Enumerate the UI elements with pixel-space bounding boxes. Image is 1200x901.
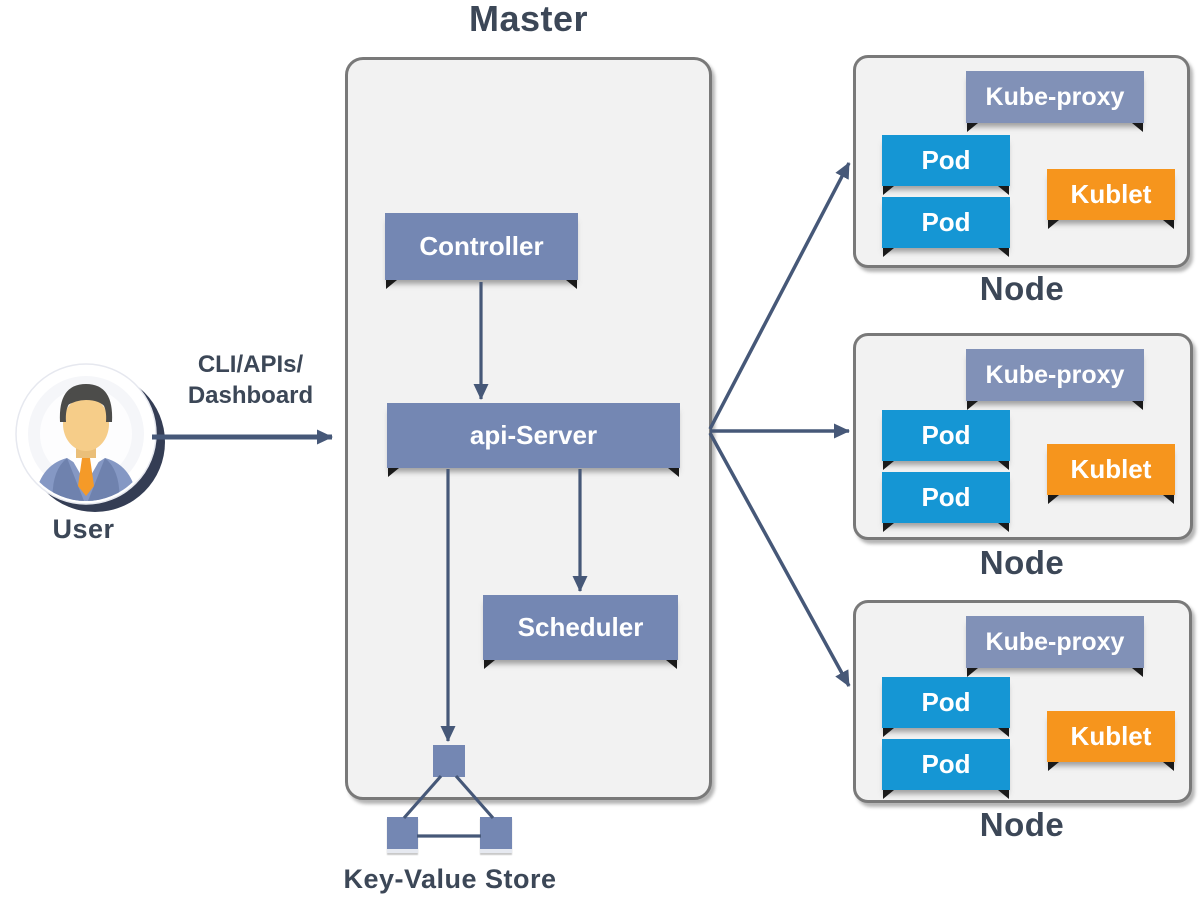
node2-pod1-label: Pod <box>921 420 971 450</box>
api-server-box: api-Server <box>387 403 680 468</box>
controller-box: Controller <box>385 213 578 280</box>
user-avatar-icon <box>15 363 165 512</box>
node2-label: Node <box>979 544 1065 581</box>
arrow-master-to-node1 <box>708 162 851 430</box>
kv-store-top-square <box>433 745 465 777</box>
node3-pod1-label: Pod <box>921 687 971 717</box>
kv-store-left-square <box>387 817 418 853</box>
node1-kublet-label: Kublet <box>1070 179 1152 209</box>
node1-kublet-box: Kublet <box>1047 169 1175 220</box>
connection-label-line2: Dashboard <box>187 382 314 409</box>
node-panel-3: Kube-proxy Pod Pod Kublet <box>853 600 1192 803</box>
node3-label: Node <box>979 806 1065 843</box>
node1-pod1-label: Pod <box>921 145 971 175</box>
node3-kublet-label: Kublet <box>1070 721 1152 751</box>
node2-kublet-label: Kublet <box>1070 454 1152 484</box>
kv-store-right-square <box>480 817 512 853</box>
node1-pod1-box: Pod <box>882 135 1010 186</box>
node3-kube-proxy-box: Kube-proxy <box>966 616 1144 668</box>
node2-kube-proxy-label: Kube-proxy <box>985 360 1125 389</box>
node1-pod2-label: Pod <box>921 207 971 237</box>
node2-pod2-label: Pod <box>921 482 971 512</box>
node1-label: Node <box>979 270 1065 307</box>
key-value-store-label: Key-Value Store <box>343 864 557 894</box>
node-panel-2: Kube-proxy Pod Pod Kublet <box>853 333 1193 540</box>
kvstore-left-diagonal <box>402 774 443 820</box>
node3-pod2-label: Pod <box>921 749 971 779</box>
controller-label: Controller <box>419 231 544 261</box>
node2-kube-proxy-box: Kube-proxy <box>966 349 1144 401</box>
node-panel-1: Kube-proxy Pod Pod Kublet <box>853 55 1190 268</box>
node1-kube-proxy-box: Kube-proxy <box>966 71 1144 123</box>
node1-kube-proxy-label: Kube-proxy <box>985 82 1125 111</box>
arrow-master-to-node3 <box>708 432 851 687</box>
scheduler-label: Scheduler <box>517 612 644 642</box>
api-server-label: api-Server <box>469 420 598 450</box>
node2-kublet-box: Kublet <box>1047 444 1175 495</box>
node3-kube-proxy-label: Kube-proxy <box>985 627 1125 656</box>
node1-pod2-box: Pod <box>882 197 1010 248</box>
node3-kublet-box: Kublet <box>1047 711 1175 762</box>
kvstore-right-diagonal <box>454 774 495 820</box>
connection-label: CLI/APIs/ Dashboard <box>158 349 343 411</box>
scheduler-box: Scheduler <box>483 595 678 660</box>
master-title: Master <box>468 0 589 39</box>
node3-pod2-box: Pod <box>882 739 1010 790</box>
person-icon <box>34 384 138 501</box>
node3-pod1-box: Pod <box>882 677 1010 728</box>
user-label: User <box>52 514 115 544</box>
node2-pod2-box: Pod <box>882 472 1010 523</box>
node2-pod1-box: Pod <box>882 410 1010 461</box>
connection-label-line1: CLI/APIs/ <box>197 351 304 378</box>
